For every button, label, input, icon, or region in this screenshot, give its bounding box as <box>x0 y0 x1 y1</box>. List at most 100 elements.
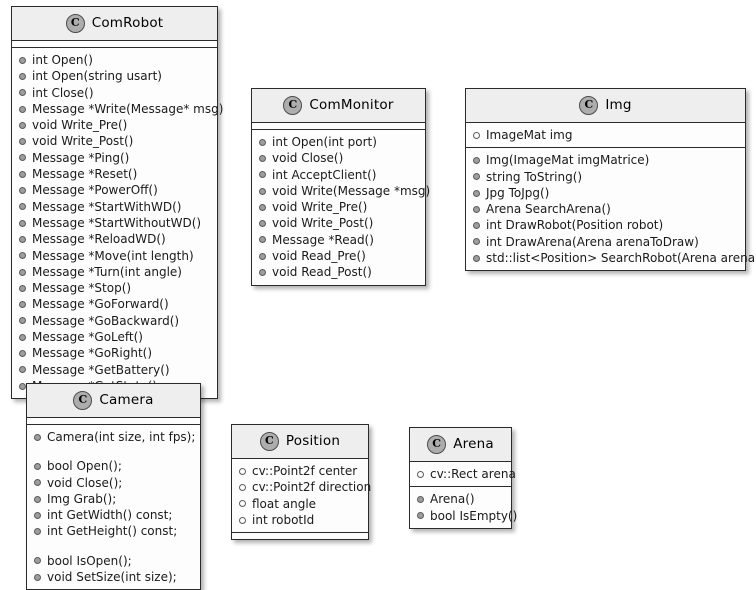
public-method-icon <box>473 189 480 197</box>
methods-compartment-arena: Arena() bool IsEmpty() <box>410 486 517 528</box>
public-method-icon <box>19 333 26 341</box>
method-row: Message *PowerOff() <box>19 182 211 198</box>
class-title: Position <box>285 433 341 449</box>
public-method-icon <box>34 433 41 441</box>
class-box-position[interactable]: C Position cv::Point2f center cv::Point2… <box>231 424 371 541</box>
public-method-icon <box>19 56 26 64</box>
public-method-icon <box>34 495 41 503</box>
method-row: std::list<Position> SearchRobot(Arena ar… <box>473 250 756 266</box>
public-method-icon <box>473 222 480 230</box>
method-row: Camera(int size, int fps); <box>34 429 195 445</box>
method-row: Message *Ping() <box>19 150 211 166</box>
class-header-commonitor: C ComMonitor <box>252 89 425 123</box>
public-field-icon <box>417 470 424 478</box>
public-method-icon <box>34 573 41 581</box>
class-box-camera[interactable]: C Camera Camera(int size, int fps); bool… <box>26 383 201 590</box>
public-method-icon <box>417 512 424 520</box>
public-method-icon <box>259 252 266 260</box>
class-badge-icon: C <box>427 434 447 454</box>
public-method-icon <box>34 479 41 487</box>
method-row: int Open() <box>19 52 211 68</box>
public-method-icon <box>259 269 266 277</box>
method-row: void Write_Pre() <box>19 117 211 133</box>
public-method-icon <box>34 528 41 536</box>
public-field-icon <box>473 131 480 139</box>
method-row: Message *GoBackward() <box>19 313 211 329</box>
public-method-icon <box>19 301 26 309</box>
method-row: void Close() <box>259 150 419 166</box>
methods-compartment-position <box>232 532 368 540</box>
attribute-row: cv::Point2f center <box>239 463 362 479</box>
public-method-icon <box>19 317 26 325</box>
public-method-icon <box>259 138 266 146</box>
class-title: ComMonitor <box>309 97 394 113</box>
public-method-icon <box>259 220 266 228</box>
method-row: bool Open(); <box>34 458 194 474</box>
class-header-position: C Position <box>232 425 368 459</box>
method-row: void Read_Pre() <box>259 248 419 264</box>
class-header-img: C Img <box>466 89 745 123</box>
class-badge-icon: C <box>579 95 599 115</box>
public-method-icon <box>417 495 424 503</box>
method-row: void SetSize(int size); <box>34 569 194 585</box>
method-row: void Read_Post() <box>259 264 419 280</box>
public-field-icon <box>239 500 246 508</box>
class-box-arena[interactable]: C Arena cv::Rect arena Arena() bool IsEm… <box>409 427 517 529</box>
public-method-icon <box>19 105 26 113</box>
public-method-icon <box>473 173 480 181</box>
method-row: int Open(string usart) <box>19 68 211 84</box>
public-method-icon <box>19 138 26 146</box>
public-method-icon <box>259 203 266 211</box>
methods-compartment-camera: Camera(int size, int fps); bool Open(); … <box>27 424 200 590</box>
public-method-icon <box>19 252 26 260</box>
public-method-icon <box>473 156 480 164</box>
public-method-icon <box>473 238 480 246</box>
attributes-compartment-img: ImageMat img <box>466 123 745 148</box>
method-row: Message *ReloadWD() <box>19 231 211 247</box>
method-row: int AcceptClient() <box>259 167 419 183</box>
method-row: Message *Write(Message* msg) <box>19 101 223 117</box>
method-row: Message *GoLeft() <box>19 329 211 345</box>
public-method-icon <box>19 203 26 211</box>
class-header-camera: C Camera <box>27 384 200 418</box>
method-row: bool IsOpen(); <box>34 553 194 569</box>
class-box-img[interactable]: C Img ImageMat img Img(ImageMat imgMatri… <box>465 88 756 272</box>
class-title: ComRobot <box>91 15 164 31</box>
class-badge-icon: C <box>259 431 279 451</box>
method-row: void Write_Post() <box>19 133 211 149</box>
public-method-icon <box>19 268 26 276</box>
method-row: string ToString() <box>473 169 739 185</box>
method-row: Img Grab(); <box>34 491 194 507</box>
attribute-row: ImageMat img <box>473 127 739 143</box>
public-field-icon <box>239 467 246 475</box>
class-header-arena: C Arena <box>410 428 511 462</box>
methods-compartment-comrobot: int Open() int Open(string usart) int Cl… <box>12 47 223 399</box>
class-title: Arena <box>453 436 494 452</box>
attributes-compartment-commonitor <box>252 123 425 129</box>
public-method-icon <box>19 89 26 97</box>
method-row: int DrawRobot(Position robot) <box>473 217 739 233</box>
method-row: Message *Move(int length) <box>19 248 211 264</box>
public-method-icon <box>34 511 41 519</box>
class-box-comrobot[interactable]: C ComRobot int Open() int Open(string us… <box>11 6 223 400</box>
class-box-commonitor[interactable]: C ComMonitor int Open(int port) void Clo… <box>251 88 430 286</box>
method-row: Message *Reset() <box>19 166 211 182</box>
public-method-icon <box>473 205 480 213</box>
public-method-icon <box>19 187 26 195</box>
method-row: int DrawArena(Arena arenaToDraw) <box>473 234 739 250</box>
method-row: Message *Turn(int angle) <box>19 264 211 280</box>
method-row: Message *Read() <box>259 232 419 248</box>
public-method-icon <box>473 254 480 262</box>
public-method-icon <box>34 557 41 565</box>
method-row: Jpg ToJpg() <box>473 185 739 201</box>
method-row: Message *GetBattery() <box>19 362 211 378</box>
public-method-icon <box>259 171 266 179</box>
attribute-row: int robotId <box>239 512 362 528</box>
method-row: Img(ImageMat imgMatrice) <box>473 152 739 168</box>
method-row: int Open(int port) <box>259 134 419 150</box>
class-badge-icon: C <box>73 390 93 410</box>
class-badge-icon: C <box>283 95 303 115</box>
public-method-icon <box>19 366 26 374</box>
attributes-compartment-comrobot <box>12 41 217 47</box>
public-method-icon <box>259 187 266 195</box>
